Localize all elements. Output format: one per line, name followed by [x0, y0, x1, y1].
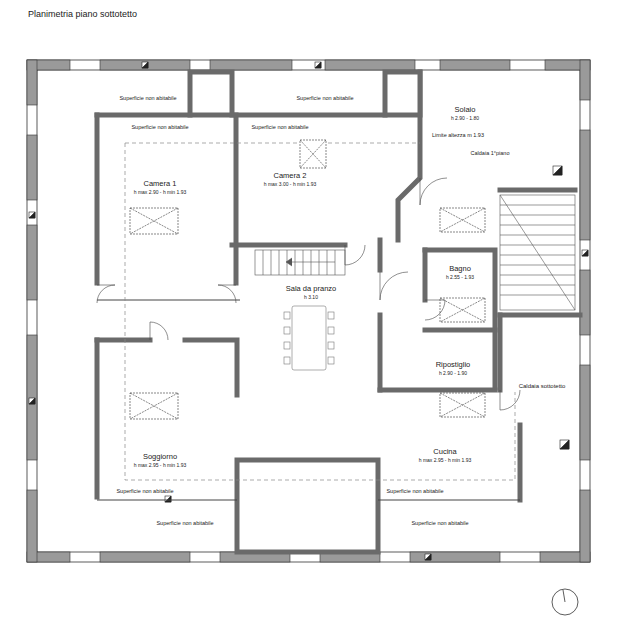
room-label: Soggiornoh max 2.95 - h min 1.93 — [133, 452, 188, 470]
area-note: Superficie non abitabile — [250, 124, 309, 131]
room-name: Bagno — [445, 264, 475, 273]
area-note: Superficie non abitabile — [385, 488, 444, 495]
door-swing — [97, 178, 520, 410]
room-label: Sala da pranzoh 3.10 — [285, 284, 337, 302]
room-name: Solaio — [450, 105, 480, 114]
height-limit-line — [125, 143, 515, 480]
room-height: h max 2.95 - h min 1.93 — [133, 462, 188, 468]
room-label: Ripostiglioh 2.90 - 1.90 — [435, 360, 472, 378]
outer-wall — [27, 60, 590, 562]
room-name: Sala da pranzo — [285, 284, 337, 293]
wall-pillars — [27, 60, 590, 562]
area-note: Superficie non abitabile — [130, 124, 189, 131]
room-height: h max 2.95 - h min 1.93 — [418, 457, 473, 463]
area-note: Caldaia 1°piano — [470, 150, 511, 157]
room-name: Soggiorno — [133, 452, 188, 461]
room-label: Bagnoh 2.55 - 1.93 — [445, 264, 475, 282]
room-name: Camera 2 — [263, 171, 318, 180]
room-height: h max 3.00 - h min 1.93 — [263, 181, 318, 187]
room-height: h 3.10 — [285, 294, 337, 300]
interior-wall — [97, 72, 580, 500]
room-height: h 2.90 - 1.90 — [435, 370, 472, 376]
area-note: Superficie non abitabile — [115, 488, 174, 495]
room-name: Caldaia sottotetto — [518, 383, 567, 391]
room-label: Cucinah max 2.95 - h min 1.93 — [418, 447, 473, 465]
room-name: Ripostiglio — [435, 360, 472, 369]
boiler-symbol — [553, 166, 569, 449]
stair-symbol — [255, 195, 575, 310]
room-label: Caldaia sottotetto — [518, 383, 567, 393]
area-note: Superficie non abitabile — [295, 95, 354, 102]
plan-title: Planimetria piano sottotetto — [28, 9, 137, 19]
thin-wall — [97, 300, 520, 500]
area-note: Superficie non abitabile — [118, 95, 177, 102]
north-arrow — [552, 589, 578, 615]
skylight-symbol — [130, 140, 485, 419]
room-height: h 2.90 - 1.80 — [450, 115, 480, 121]
room-label: Camera 1h max 2.90 - h min 1.93 — [133, 179, 188, 197]
room-height: h max 2.90 - h min 1.93 — [133, 189, 188, 195]
room-label: Camera 2h max 3.00 - h min 1.93 — [263, 171, 318, 189]
area-note: Superficie non abitabile — [155, 520, 214, 527]
window-symbol — [29, 62, 588, 560]
room-name: Camera 1 — [133, 179, 188, 188]
room-height: h 2.55 - 1.93 — [445, 274, 475, 280]
room-name: Cucina — [418, 447, 473, 456]
room-label: Solaioh 2.90 - 1.80 — [450, 105, 480, 123]
dining-table — [284, 306, 334, 370]
area-note: Superficie non abitabile — [410, 520, 469, 527]
area-note: Limite altezza m 1.93 — [431, 132, 485, 139]
